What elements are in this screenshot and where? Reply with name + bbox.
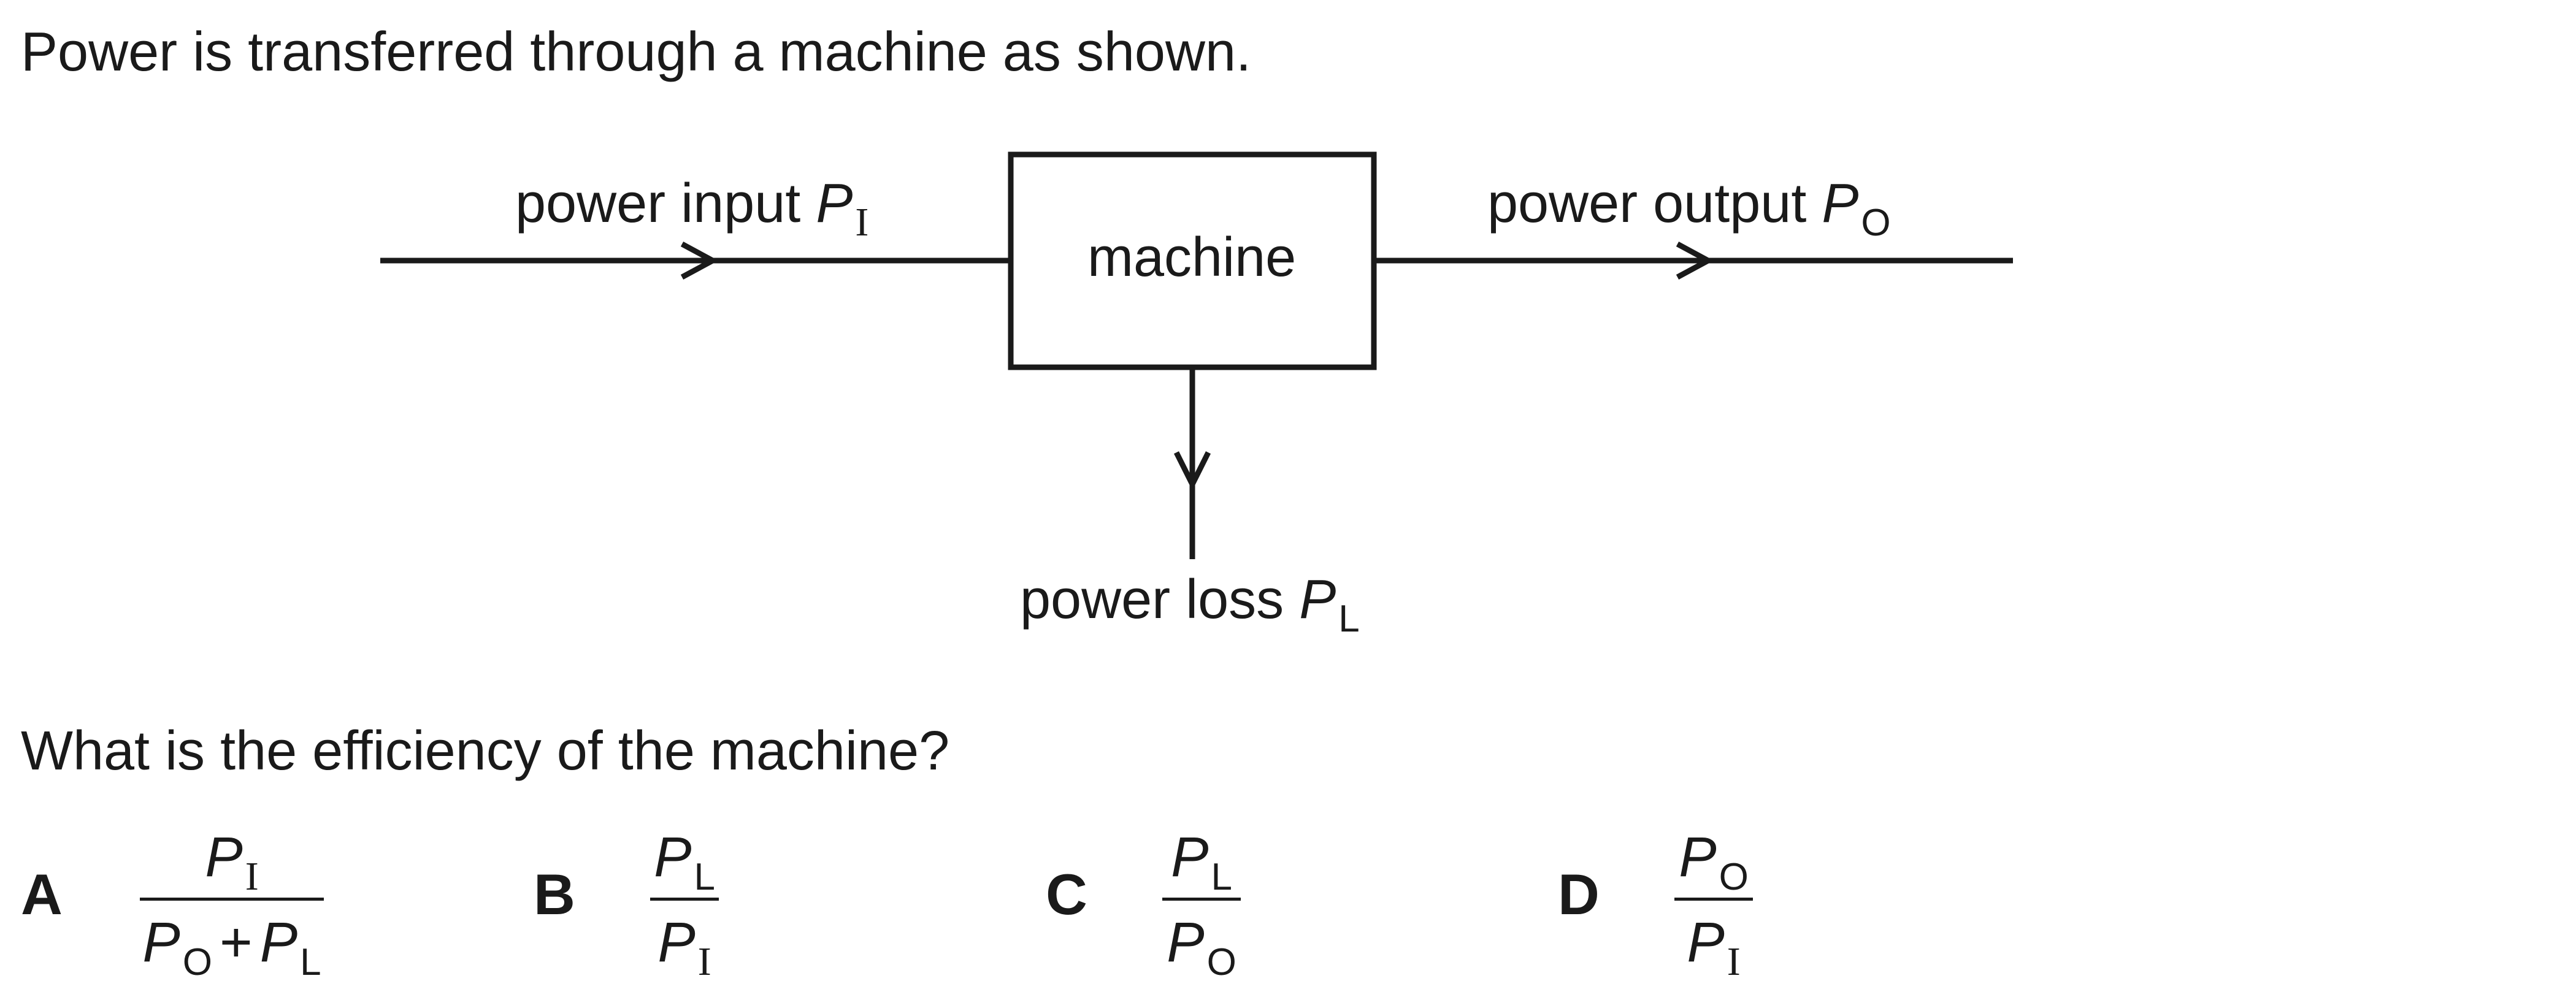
power-input-label: power input PI (515, 173, 868, 243)
option-c-den-subscript: O (1206, 941, 1236, 983)
option-c-denominator: PO (1167, 911, 1236, 982)
power-loss-text: power loss (1020, 569, 1284, 630)
option-a-den2-symbol: P (259, 911, 298, 974)
option-b-letter: B (534, 862, 575, 926)
loss-arrowhead (1173, 451, 1211, 491)
option-a-fraction: PI PO+PL (140, 826, 324, 982)
option-b-denominator: PI (657, 911, 711, 982)
option-a-letter: A (21, 862, 63, 926)
option-b-num-symbol: P (654, 826, 692, 888)
machine-label: machine (1087, 227, 1297, 288)
option-b-fraction: PL PI (650, 826, 719, 982)
option-d-denominator: PI (1687, 911, 1740, 982)
option-a-num-subscript: I (245, 854, 259, 899)
option-d-letter: D (1558, 862, 1600, 926)
option-d-den-subscript: I (1727, 939, 1741, 984)
option-a-denominator: PO+PL (142, 911, 321, 982)
option-b-den-subscript: I (697, 939, 711, 984)
machine-box (1008, 151, 1377, 370)
option-b-fraction-bar (650, 898, 719, 901)
power-input-subscript: I (855, 200, 869, 245)
option-c-letter: C (1046, 862, 1087, 926)
option-a-den2-subscript: L (300, 941, 321, 983)
option-a-den1-symbol: P (142, 911, 180, 974)
option-a-fraction-bar (140, 898, 324, 901)
power-output-text: power output (1487, 173, 1807, 234)
option-d-numerator: PO (1679, 826, 1749, 896)
option-b-num-subscript: L (694, 856, 715, 898)
option-d-num-symbol: P (1679, 826, 1717, 888)
power-input-symbol: P (816, 173, 853, 234)
option-c-den-symbol: P (1167, 911, 1205, 974)
option-a-numerator: PI (205, 826, 258, 897)
option-a-num-symbol: P (205, 826, 243, 888)
option-c-fraction: PL PO (1162, 826, 1241, 982)
option-b-den-symbol: P (657, 911, 696, 974)
question-intro: Power is transferred through a machine a… (21, 21, 1252, 83)
power-loss-symbol: P (1299, 569, 1336, 630)
power-output-subscript: O (1861, 202, 1891, 244)
input-arrowhead (680, 242, 719, 280)
option-b-numerator: PL (654, 826, 715, 896)
option-c-num-subscript: L (1211, 856, 1232, 898)
option-d-num-subscript: O (1719, 856, 1749, 898)
output-arrowhead (1676, 242, 1714, 280)
option-c-fraction-bar (1162, 898, 1241, 901)
option-d-fraction: PO PI (1674, 826, 1753, 982)
option-a-den1-subscript: O (182, 941, 212, 983)
power-output-symbol: P (1822, 173, 1859, 234)
power-loss-subscript: L (1338, 598, 1360, 640)
power-output-label: power output PO (1487, 173, 1891, 242)
option-c-num-symbol: P (1171, 826, 1209, 888)
option-d-den-symbol: P (1687, 911, 1725, 974)
option-d-fraction-bar (1674, 898, 1753, 901)
power-loss-label: power loss PL (1020, 569, 1360, 638)
question-prompt: What is the efficiency of the machine? (21, 720, 950, 782)
option-c-numerator: PL (1171, 826, 1232, 896)
option-a-plus: + (220, 911, 253, 974)
power-input-text: power input (515, 173, 801, 234)
